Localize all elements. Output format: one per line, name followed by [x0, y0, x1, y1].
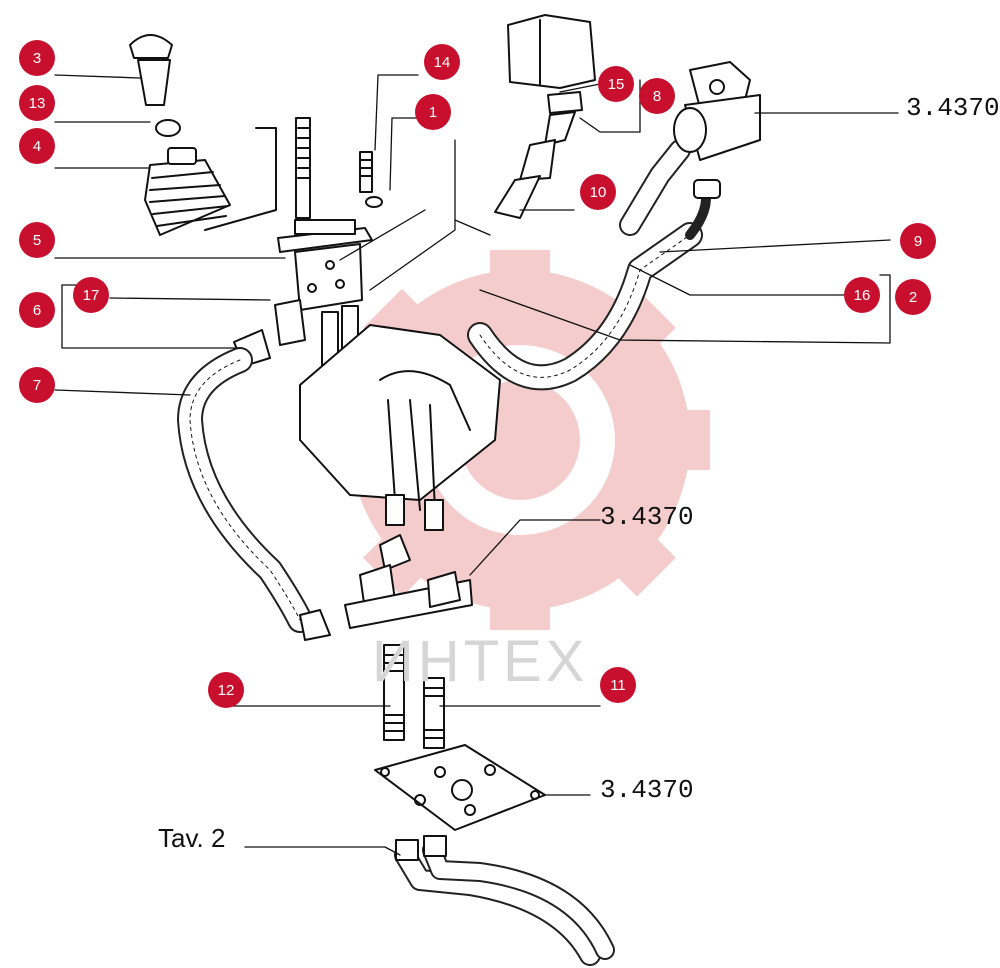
pilot-valve [673, 61, 761, 161]
hose-fitting [494, 91, 583, 219]
table-reference: Tav. 2 [158, 823, 226, 853]
control-lever [295, 117, 311, 219]
mount-block [507, 14, 596, 89]
leader-lines [54, 74, 899, 856]
reference-top-right: 3.4370 [906, 93, 1000, 123]
watermark-text: ИНТЕХ [372, 629, 589, 694]
nut-13 [155, 119, 181, 137]
reference-middle: 3.4370 [600, 502, 694, 532]
part-label-17: 17 [73, 277, 109, 313]
part-label-8: 8 [639, 78, 675, 114]
part-label-10: 10 [580, 174, 616, 210]
valve-block [277, 219, 373, 368]
part-label-2: 2 [895, 279, 931, 315]
part-label-15: 15 [598, 66, 634, 102]
threaded-nipple-12 [383, 644, 405, 741]
part-label-1: 1 [415, 94, 451, 130]
reference-bottom: 3.4370 [600, 775, 694, 805]
part-label-4: 4 [19, 128, 55, 164]
hose-left [177, 347, 331, 641]
part-label-5: 5 [19, 222, 55, 258]
part-label-11: 11 [600, 667, 636, 703]
part-label-7: 7 [19, 367, 55, 403]
bolt [359, 151, 383, 208]
part-label-16: 16 [844, 277, 880, 313]
valve-body [299, 324, 501, 531]
control-knob [129, 34, 173, 106]
tee-fitting [344, 534, 473, 629]
part-label-14: 14 [424, 44, 460, 80]
part-label-3: 3 [19, 40, 55, 76]
base-plate [374, 744, 546, 831]
rubber-boot [144, 147, 231, 236]
part-label-6: 6 [19, 292, 55, 328]
part-label-13: 13 [19, 85, 55, 121]
hose-right [467, 179, 721, 391]
hose-bottom [394, 835, 615, 966]
part-label-12: 12 [208, 672, 244, 708]
part-label-9: 9 [900, 223, 936, 259]
threaded-nipple-11 [423, 677, 445, 749]
